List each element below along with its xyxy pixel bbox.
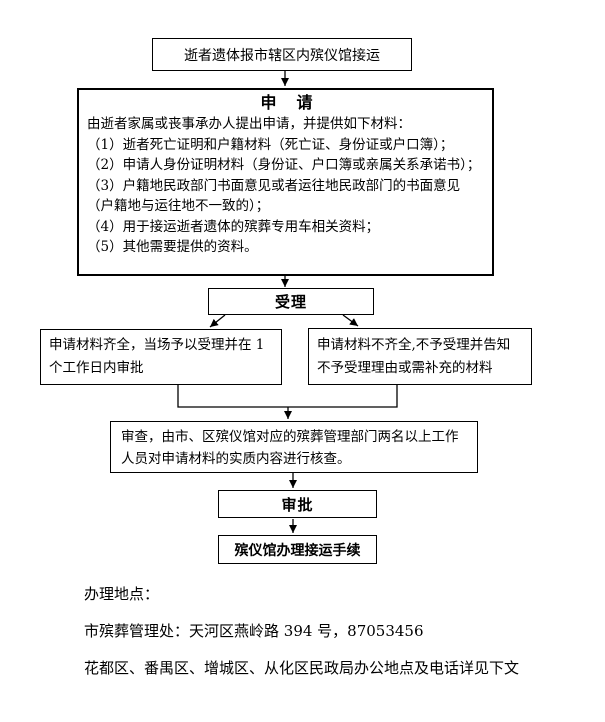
flow-node-approve-label: 审批 <box>281 495 314 514</box>
flow-node-accept-label: 受理 <box>274 293 307 311</box>
flow-node-review-label: 审查，由市、区殡仪馆对应的殡葬管理部门两名以上工作人员对申请材料的实质内容进行核… <box>121 429 459 467</box>
flow-node-branch-complete: 申请材料齐全，当场予以受理并在 1 个工作日内审批 <box>40 329 282 385</box>
apply-material-line: （户籍地与运往地不一致的）； <box>87 198 270 214</box>
flow-node-apply-intro: 由逝者家属或丧事承办人提出申请，并提供如下材料： <box>87 116 411 132</box>
footer-location-heading: 办理地点： <box>84 585 160 603</box>
apply-material-line: （5）其他需要提供的资料。 <box>87 239 258 255</box>
flow-node-accept: 受理 <box>208 288 374 315</box>
apply-material-line: （1）逝者死亡证明和户籍材料（死亡证、身份证或户口簿）； <box>87 136 454 153</box>
flow-node-branch-incomplete: 申请材料不齐全,不予受理并告知不予受理理由或需补充的材料 <box>308 328 532 385</box>
flow-node-branch-complete-label: 申请材料齐全，当场予以受理并在 1 个工作日内审批 <box>49 337 265 376</box>
flow-node-approve: 审批 <box>218 490 377 518</box>
flow-node-start: 逝者遗体报市辖区内殡仪馆接运 <box>152 38 412 71</box>
apply-material-line: （2）申请人身份证明材料（身份证、户口簿或亲属关系承诺书）； <box>87 157 481 173</box>
flow-node-final: 殡仪馆办理接运手续 <box>218 535 377 564</box>
connector-accept-to-right-branch-arrow-icon <box>342 314 359 327</box>
connector-accept-to-left-branch-arrow-icon <box>209 314 226 328</box>
footer-office-address: 市殡葬管理处：天河区燕岭路 394 号，87053456 <box>84 622 424 640</box>
flow-node-start-label: 逝者遗体报市辖区内殡仪馆接运 <box>184 47 380 64</box>
connector-branch-merge-line <box>177 385 398 408</box>
flow-node-final-label: 殡仪馆办理接运手续 <box>234 542 361 559</box>
flow-node-apply: 申 请 由逝者家属或丧事承办人提出申请，并提供如下材料： （1）逝者死亡证明和户… <box>77 88 494 276</box>
flow-node-apply-title: 申 请 <box>260 93 315 112</box>
flow-node-branch-incomplete-label: 申请材料不齐全,不予受理并告知不予受理理由或需补充的材料 <box>317 337 511 376</box>
footer-district-note: 花都区、番禺区、增城区、从化区民政局办公地点及电话详见下文 <box>84 659 520 677</box>
flow-node-review: 审查，由市、区殡仪馆对应的殡葬管理部门两名以上工作人员对申请材料的实质内容进行核… <box>110 421 478 473</box>
apply-material-line: （4）用于接运逝者遗体的殡葬专用车相关资料； <box>87 218 380 235</box>
apply-material-line: （3）户籍地民政部门书面意见或者运往地民政部门的书面意见 <box>87 177 461 194</box>
